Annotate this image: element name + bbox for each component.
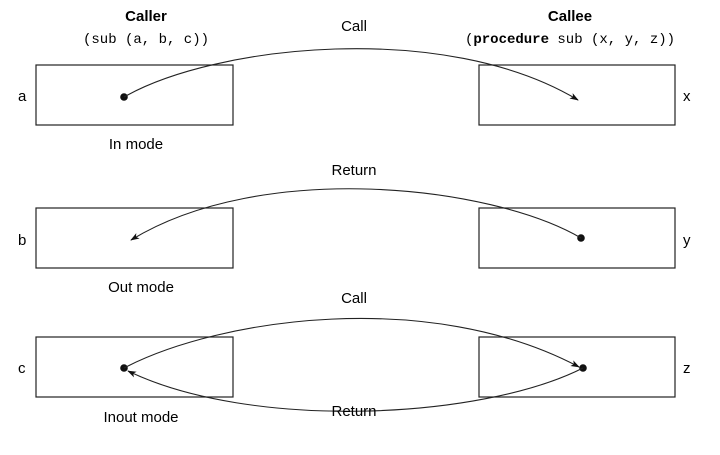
var-label-y: y (683, 232, 691, 249)
inout-mode-row: c Inout mode z Call Return (18, 290, 691, 426)
caller-box-c (35, 336, 234, 398)
inout-call-arrow (123, 317, 580, 369)
out-mode-return-label: Return (331, 162, 376, 179)
caller-title: Caller (125, 8, 167, 25)
caller-box-b (35, 207, 234, 269)
in-mode-call-label: Call (341, 18, 367, 35)
procedure-keyword: procedure (473, 32, 549, 48)
var-label-x: x (683, 88, 691, 105)
callee-title: Callee (548, 8, 592, 25)
caller-box-a (35, 64, 234, 126)
var-label-b: b (18, 232, 26, 249)
out-mode-label: Out mode (108, 279, 174, 296)
caller-call-expression: (sub (a, b, c)) (83, 32, 209, 48)
in-mode-call-arrow (123, 48, 579, 101)
callee-box-z (478, 336, 676, 398)
var-label-a: a (18, 88, 27, 105)
inout-return-label: Return (331, 403, 376, 420)
callee-box-y (478, 207, 676, 269)
var-label-z: z (683, 360, 691, 377)
out-mode-return-arrow (130, 188, 582, 241)
out-mode-row: b Out mode y Return (18, 162, 691, 296)
callee-box-x (478, 64, 676, 126)
in-mode-label: In mode (109, 136, 163, 153)
inout-return-arrow (127, 367, 584, 412)
var-label-c: c (18, 360, 26, 377)
inout-mode-label: Inout mode (103, 409, 178, 426)
inout-call-label: Call (341, 290, 367, 307)
in-mode-row: a In mode x Call (18, 18, 691, 153)
callee-signature: (procedure sub (x, y, z)) (465, 32, 675, 48)
